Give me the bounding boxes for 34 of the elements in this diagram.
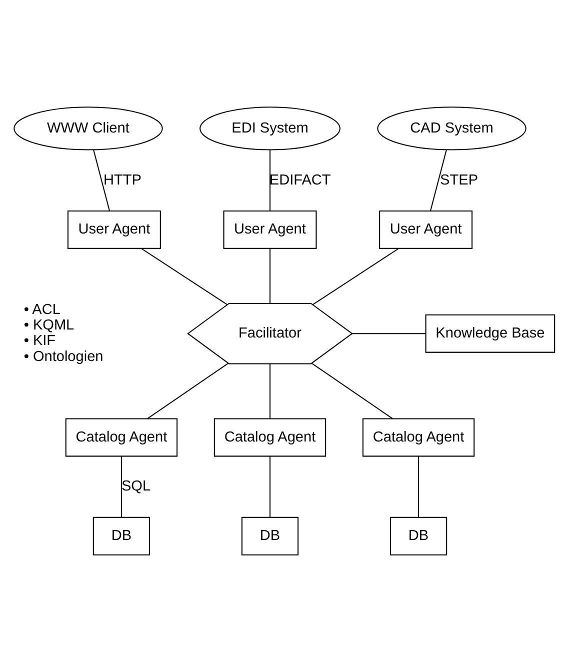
node-ellipse: WWW Client <box>14 106 163 150</box>
node-box: DB <box>92 516 150 556</box>
node-ellipse: CAD System <box>377 106 526 150</box>
edge-label: HTTP <box>104 172 142 188</box>
label: • KIF <box>24 333 56 350</box>
connector <box>312 248 399 306</box>
node-box: Catalog Agent <box>214 418 326 457</box>
connector <box>120 456 122 518</box>
edge-label: SQL <box>121 478 151 495</box>
connector <box>269 150 271 211</box>
node-box: Catalog Agent <box>362 418 475 457</box>
label: • Ontologien <box>24 348 104 365</box>
connector <box>147 362 229 419</box>
node-box: Catalog Agent <box>65 418 178 457</box>
node-ellipse: EDI System <box>200 106 340 150</box>
connector <box>418 456 420 518</box>
connector <box>269 248 271 304</box>
label: • KQML <box>24 318 74 334</box>
connector <box>93 150 110 211</box>
label: • ACL <box>24 302 60 318</box>
connector <box>311 362 393 419</box>
connector <box>269 456 271 518</box>
node-box: User Agent <box>379 210 473 249</box>
edge-label: EDIFACT <box>269 172 331 188</box>
connector <box>269 364 271 419</box>
node-box: DB <box>390 516 448 556</box>
node-box: Knowledge Base <box>425 314 556 353</box>
connector <box>430 150 447 211</box>
node-box: User Agent <box>67 210 161 249</box>
connector <box>352 333 426 334</box>
node-box: DB <box>241 516 299 556</box>
node-box: User Agent <box>223 210 317 249</box>
connector <box>141 248 228 306</box>
edge-label: STEP <box>440 172 478 188</box>
